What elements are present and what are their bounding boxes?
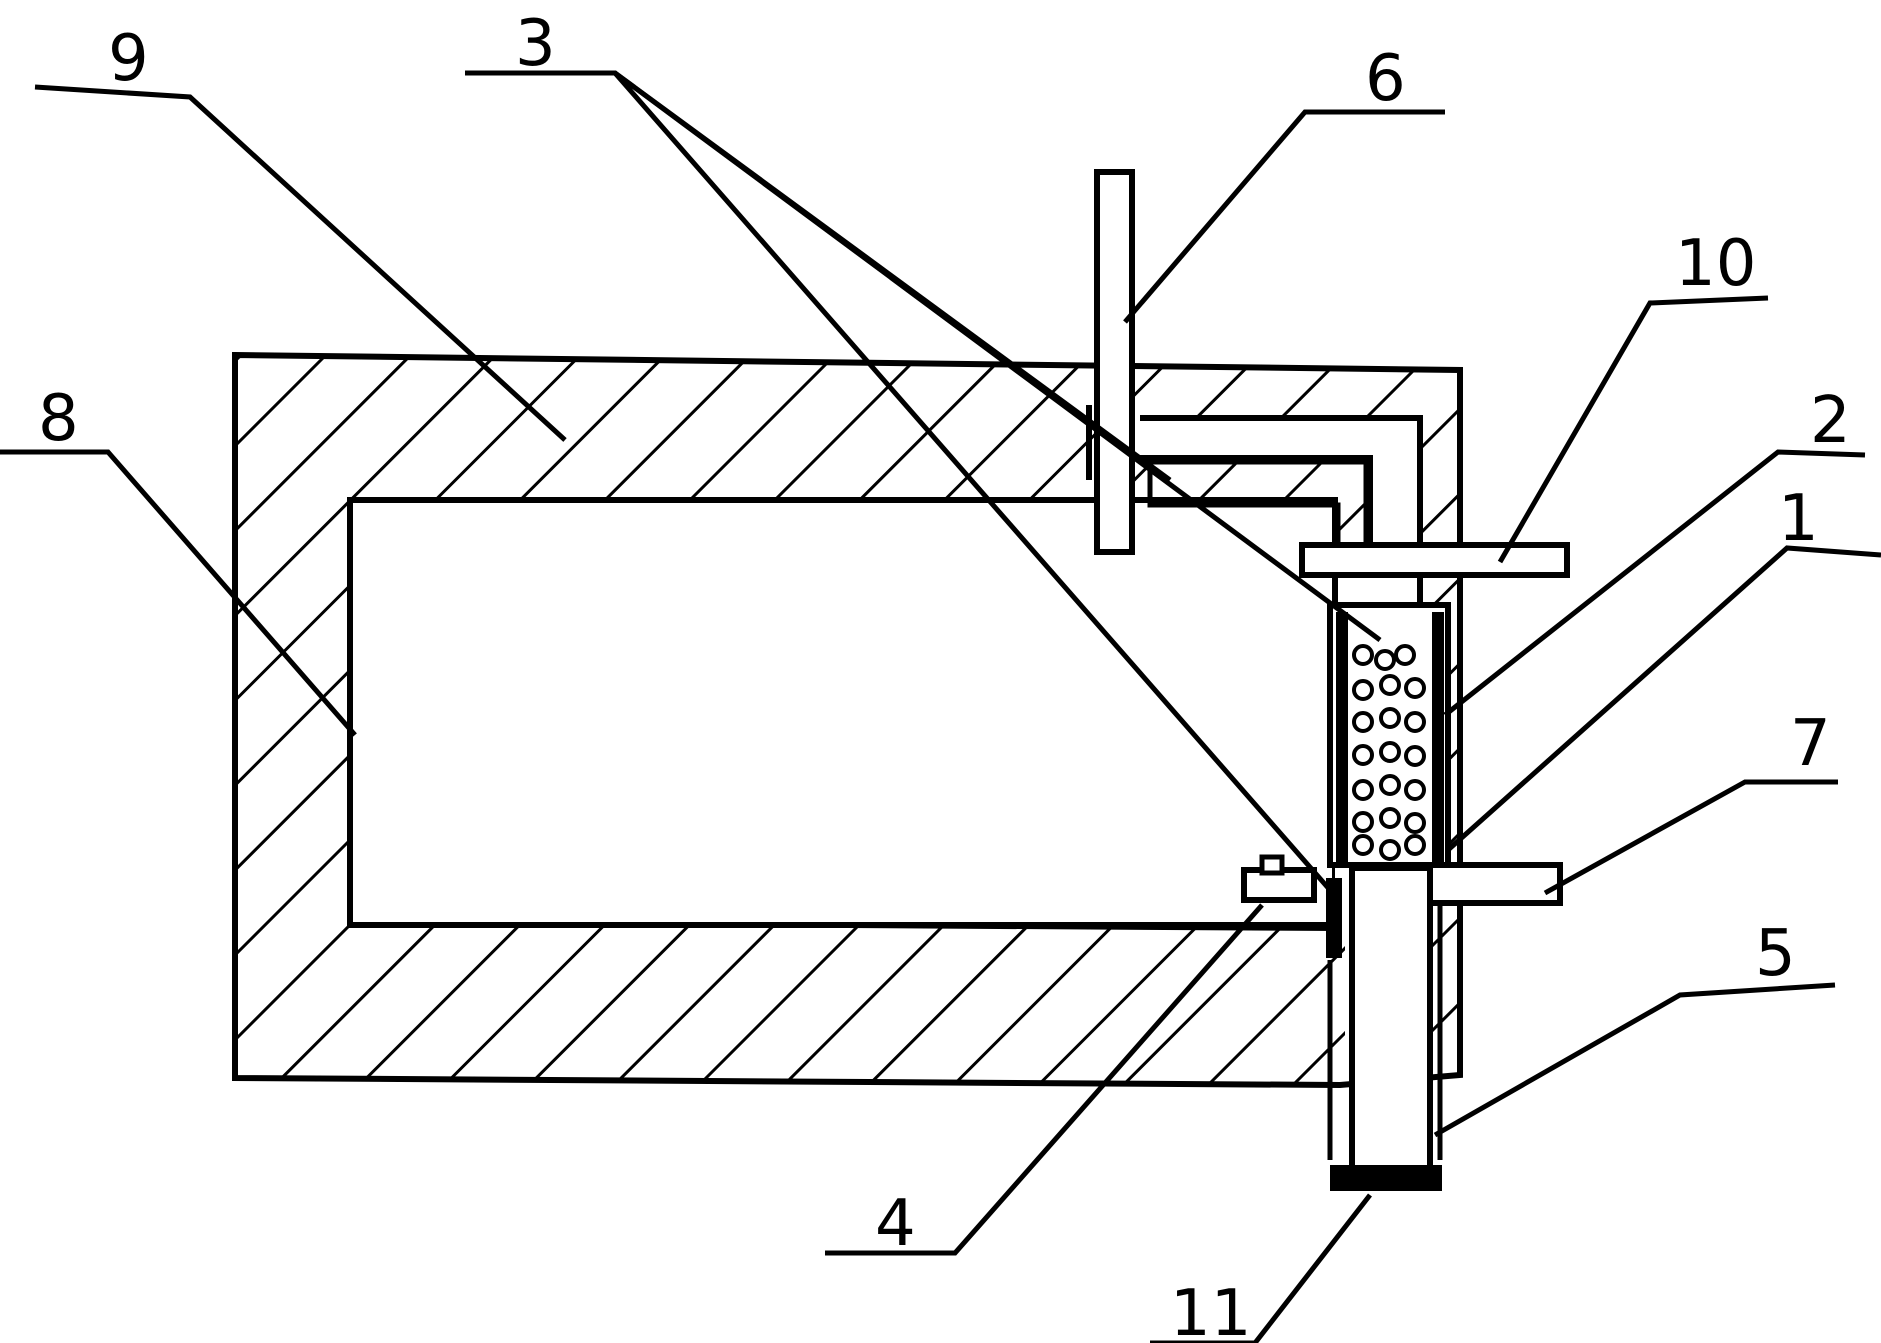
part-11-cap [1330,1165,1442,1191]
label-4: 4 [875,1187,916,1261]
label-2: 2 [1810,384,1851,458]
part-6-rod [1094,169,1135,555]
part-10-plate [1299,542,1570,578]
filter-balls [1352,644,1426,861]
part-labels: 9 3 6 10 2 8 1 7 5 4 11 [38,7,1851,1343]
label-6: 6 [1365,42,1406,116]
leader-lines [0,70,1881,1343]
label-9: 9 [108,22,149,96]
label-3: 3 [515,7,556,81]
label-5: 5 [1755,917,1796,991]
filter-column [1327,602,1451,868]
part-7-pipe [1425,862,1563,906]
inner-cavity [347,497,1338,928]
part-5-tube [1326,865,1443,1171]
label-11: 11 [1170,1277,1251,1343]
label-7: 7 [1790,707,1831,781]
label-8: 8 [38,382,79,456]
label-1: 1 [1778,482,1819,556]
label-10: 10 [1675,227,1756,301]
